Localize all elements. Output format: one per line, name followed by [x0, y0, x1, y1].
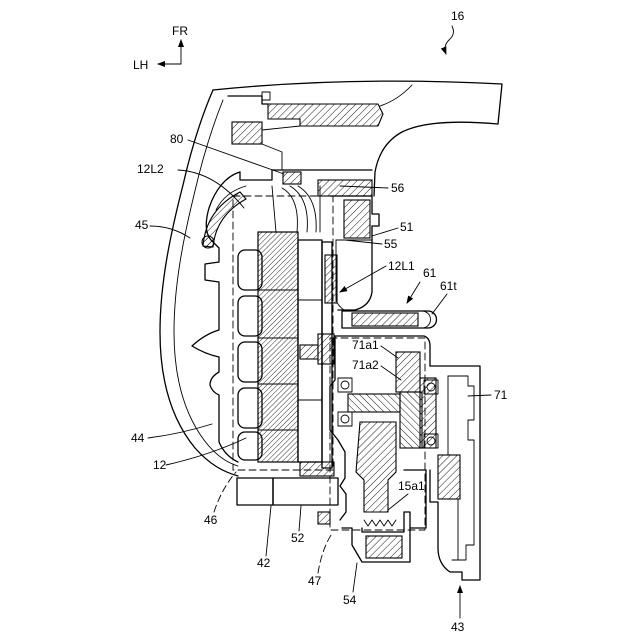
leader-80 — [188, 140, 284, 174]
reference-numerals: 16 80 12L2 56 45 51 55 12L1 61 61t 71a1 … — [131, 9, 508, 634]
ref-numeral-71a2: 71a2 — [352, 358, 379, 372]
generator-rotor-hatched — [258, 232, 298, 462]
ref-numeral-16: 16 — [451, 9, 465, 23]
case-42 — [237, 478, 273, 505]
main-shaft-hatched — [348, 394, 400, 412]
ref-numeral-12: 12 — [153, 458, 167, 472]
ref-numeral-12L2: 12L2 — [137, 162, 164, 176]
frame-tab — [262, 92, 270, 100]
ref-numeral-80: 80 — [170, 132, 184, 146]
leader-12L1 — [340, 266, 386, 292]
direction-label-fr: FR — [172, 24, 188, 38]
shaft-61-hatched — [352, 313, 418, 326]
transmission-71 — [330, 336, 438, 528]
rotor-hub-hatched-segment — [300, 345, 318, 359]
bearing-ball — [341, 381, 349, 389]
ref-numeral-42: 42 — [257, 556, 271, 570]
leader-52 — [299, 506, 301, 531]
outer-cover-inner-edge — [174, 100, 238, 466]
vehicle-frame-16 — [213, 81, 502, 196]
ref-numeral-55: 55 — [384, 237, 398, 251]
clutch-hatched — [356, 422, 396, 512]
crankshaft — [318, 242, 337, 468]
ref-numeral-12L1: 12L1 — [388, 259, 415, 273]
gear-teeth-15a1 — [364, 520, 396, 526]
leader-47 — [318, 532, 333, 573]
housing-56-hatched — [318, 180, 372, 196]
sensor-12L1-hatched — [325, 255, 337, 303]
fan-blade — [290, 186, 307, 232]
frame-left-bracket-hatched — [232, 122, 262, 144]
direction-indicator: FR LH — [133, 24, 188, 72]
leader-51 — [372, 228, 398, 236]
shaft-61 — [342, 311, 437, 328]
ref-numeral-43: 43 — [451, 620, 465, 634]
outer-cover-44 — [160, 90, 238, 476]
ref-numeral-61: 61 — [423, 266, 437, 280]
ref-numeral-71: 71 — [494, 388, 508, 402]
fan-blade — [282, 188, 297, 232]
crankcase-hatched — [344, 200, 370, 238]
direction-label-lh: LH — [133, 58, 148, 72]
ref-numeral-51: 51 — [400, 220, 414, 234]
crank-bearing-hatched — [318, 334, 334, 364]
leader-61t — [432, 294, 447, 314]
frame-inner-curve — [380, 85, 412, 106]
leader-54 — [353, 563, 357, 592]
frame-bracket-web — [262, 126, 300, 170]
ref-numeral-71a1: 71a1 — [352, 338, 379, 352]
case-54-hatched — [366, 536, 402, 558]
ref-numeral-47: 47 — [308, 574, 322, 588]
leader-16 — [445, 26, 453, 54]
ref-numeral-46: 46 — [204, 513, 218, 527]
engine-case-top-outline — [240, 170, 372, 180]
leader-55 — [345, 240, 382, 244]
cover-bolt — [202, 236, 214, 248]
housing-43-hatched-block — [438, 455, 460, 499]
ref-numeral-15a1: 15a1 — [398, 479, 425, 493]
housing-43 — [430, 366, 480, 580]
outer-cover-outer-edge — [160, 90, 238, 476]
gear-71a2-hatched — [400, 392, 422, 448]
leader-45 — [150, 226, 190, 238]
ref-numeral-54: 54 — [343, 593, 357, 607]
leader-46 — [214, 472, 236, 512]
gear-71a1-hatched — [396, 352, 420, 392]
case-52 — [273, 478, 338, 505]
leader-15a1 — [388, 494, 408, 510]
ref-numeral-52: 52 — [291, 531, 305, 545]
bearing-housing — [338, 378, 352, 392]
frame-crossmember-hatched — [268, 104, 383, 126]
leader-71 — [468, 395, 491, 396]
drain-bolt — [318, 512, 330, 524]
ref-numeral-44: 44 — [131, 431, 145, 445]
ref-numeral-45: 45 — [135, 218, 149, 232]
fan-hub-80 — [283, 172, 301, 184]
ref-numeral-61t: 61t — [440, 279, 457, 293]
leader-61 — [407, 282, 420, 303]
generator-base-hatched — [300, 462, 334, 476]
shaft-61t-end — [422, 311, 431, 328]
bearing-housing — [338, 412, 352, 426]
ref-numeral-56: 56 — [391, 181, 405, 195]
bearing-ball — [341, 415, 349, 423]
leader-42 — [266, 506, 271, 556]
